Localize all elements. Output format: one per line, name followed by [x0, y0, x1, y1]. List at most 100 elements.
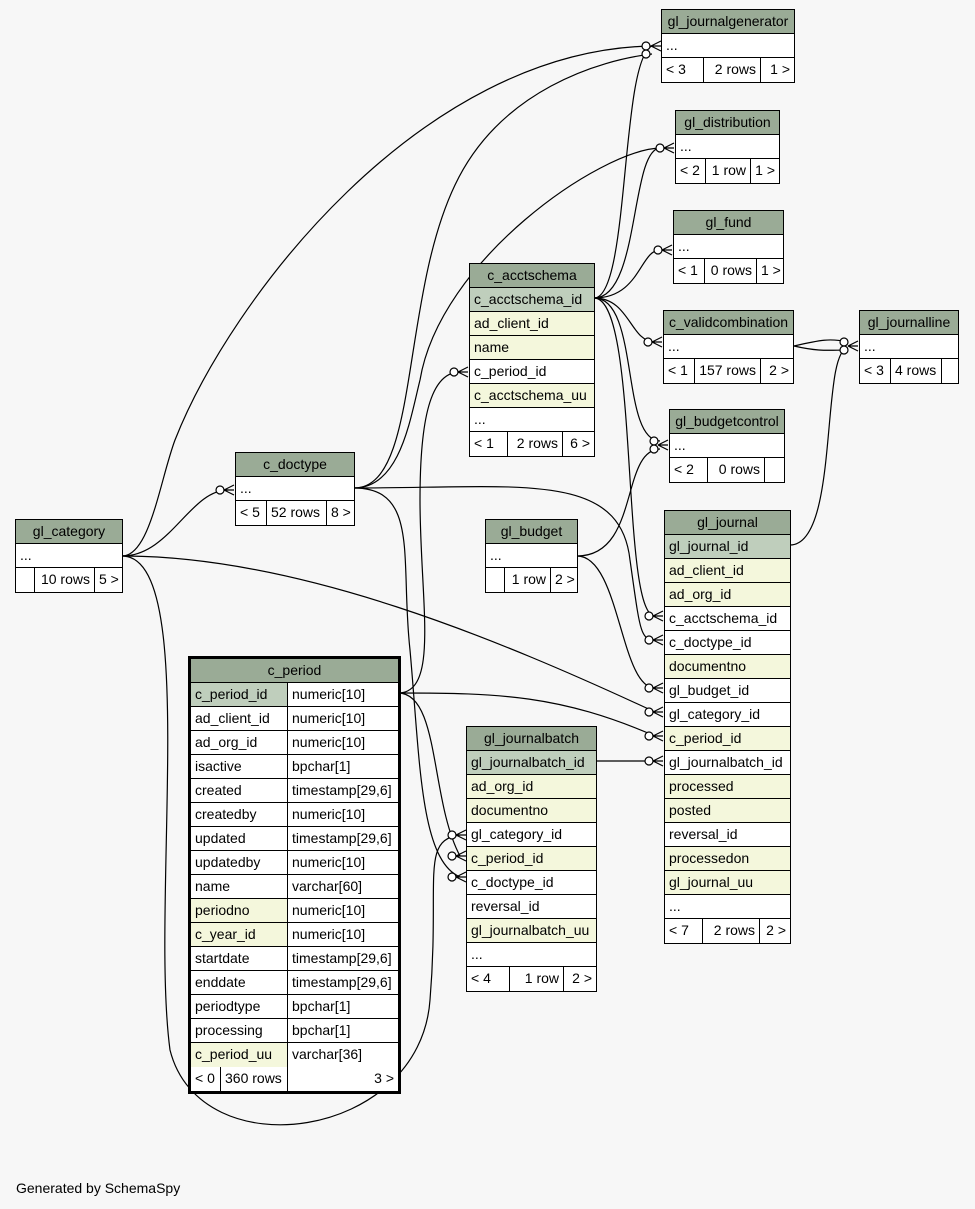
column-ellipsis: ... — [490, 547, 502, 563]
column-type: numeric[10] — [287, 923, 398, 946]
table-title: gl_budgetcontrol — [670, 410, 784, 434]
column-documentno: documentno — [471, 802, 549, 818]
column-name: ad_client_id — [195, 710, 270, 726]
row-count: 10 rows — [34, 568, 94, 592]
row-count: 0 rows — [704, 259, 756, 283]
column-type: bpchar[1] — [287, 995, 398, 1018]
table-title: gl_journal — [665, 511, 790, 535]
column-gl_budget_id: gl_budget_id — [669, 682, 750, 698]
children-count: 1 > — [756, 259, 783, 283]
column-ellipsis: ... — [474, 411, 486, 427]
parents-count: < 2 — [680, 162, 700, 178]
column-name: c_period_id — [191, 683, 287, 706]
column-ad_org_id: ad_org_id — [669, 586, 732, 602]
column-type: numeric[10] — [287, 683, 398, 706]
children-count — [764, 458, 784, 482]
column-posted: posted — [669, 802, 712, 818]
row-count: 2 rows — [507, 432, 562, 456]
row-count: 2 rows — [703, 58, 760, 82]
column-name: name — [474, 339, 510, 355]
edge-period-journal — [397, 692, 656, 737]
column-type: timestamp[29,6] — [287, 971, 398, 994]
children-count: 8 > — [326, 501, 354, 525]
parents-count: < 0 — [195, 1070, 215, 1086]
edge-category-journalgenerator — [121, 45, 653, 557]
row-count: 0 rows — [707, 458, 764, 482]
column-reversal_id: reversal_id — [669, 826, 738, 842]
table-title: gl_fund — [674, 211, 783, 235]
edge-doctype-journalbatch — [353, 487, 461, 878]
table-title: c_acctschema — [470, 264, 594, 288]
column-type: varchar[60] — [287, 875, 398, 898]
column-c_doctype_id: c_doctype_id — [471, 874, 554, 890]
column-row: name varchar[60] — [191, 875, 398, 899]
column-ad_client_id: ad_client_id — [669, 562, 744, 578]
row-count: 1 row — [509, 967, 563, 991]
edge-journal-journalline — [789, 347, 849, 546]
edge-acctschema-distribution — [593, 147, 661, 299]
column-type: numeric[10] — [287, 731, 398, 754]
column-ad_client_id: ad_client_id — [474, 315, 549, 331]
column-ellipsis: ... — [666, 37, 678, 53]
table-c_validcombination[interactable]: c_validcombination ... < 1 157 rows 2 > — [663, 310, 794, 384]
children-count: 5 > — [94, 568, 122, 592]
edge-doctype-journal — [353, 485, 656, 641]
row-count: 1 row — [504, 568, 550, 592]
table-gl_journalbatch[interactable]: gl_journalbatch gl_journalbatch_id ad_or… — [466, 726, 597, 992]
table-gl_category[interactable]: gl_category ... 10 rows 5 > — [15, 519, 123, 593]
column-name: ad_org_id — [195, 734, 258, 750]
table-title: c_period — [191, 659, 398, 683]
edge-category-journalbatch — [121, 555, 461, 1126]
column-c_acctschema_id: c_acctschema_id — [669, 610, 778, 626]
row-count: 1 row — [705, 159, 750, 183]
children-count: 3 > — [287, 1067, 398, 1091]
children-count: 1 > — [750, 159, 779, 183]
column-name: processing — [195, 1022, 263, 1038]
row-count: 4 rows — [890, 359, 941, 383]
table-c_acctschema[interactable]: c_acctschema c_acctschema_id ad_client_i… — [469, 263, 595, 457]
column-name: created — [195, 782, 242, 798]
column-ellipsis: ... — [678, 238, 690, 254]
table-gl_journal[interactable]: gl_journal gl_journal_id ad_client_id ad… — [664, 510, 791, 944]
column-c_doctype_id: c_doctype_id — [669, 634, 752, 650]
column-processed: processed — [669, 778, 734, 794]
column-documentno: documentno — [669, 658, 747, 674]
edge-acctschema-validcombination — [593, 297, 656, 343]
table-gl_fund[interactable]: gl_fund ... < 1 0 rows 1 > — [673, 210, 784, 284]
table-gl_distribution[interactable]: gl_distribution ... < 2 1 row 1 > — [675, 110, 780, 184]
column-type: timestamp[29,6] — [287, 827, 398, 850]
column-c_acctschema_id: c_acctschema_id — [474, 291, 583, 307]
column-name: name — [195, 878, 231, 894]
edge-doctype-journalgenerator — [353, 53, 653, 489]
column-ellipsis: ... — [674, 437, 686, 453]
table-c_doctype[interactable]: c_doctype ... < 5 52 rows 8 > — [235, 452, 355, 526]
column-ellipsis: ... — [669, 898, 681, 914]
table-title: gl_journalline — [860, 311, 958, 335]
edge-acctschema-budgetcontrol — [593, 297, 661, 442]
column-type: varchar[36] — [287, 1043, 398, 1067]
column-gl_journal_uu: gl_journal_uu — [669, 874, 754, 890]
parents-count: < 7 — [669, 922, 689, 938]
table-gl_journalgenerator[interactable]: gl_journalgenerator ... < 3 2 rows 1 > — [661, 9, 795, 83]
row-count: 157 rows — [694, 359, 760, 383]
column-type: numeric[10] — [287, 851, 398, 874]
parents-count: < 1 — [668, 362, 688, 378]
table-gl_budgetcontrol[interactable]: gl_budgetcontrol ... < 2 0 rows — [669, 409, 785, 483]
column-c_period_id: c_period_id — [669, 730, 742, 746]
table-gl_journalline[interactable]: gl_journalline ... < 3 4 rows — [859, 310, 959, 384]
column-type: numeric[10] — [287, 803, 398, 826]
column-ellipsis: ... — [680, 138, 692, 154]
table-gl_budget[interactable]: gl_budget ... 1 row 2 > — [485, 519, 578, 593]
column-reversal_id: reversal_id — [471, 898, 540, 914]
column-gl_journalbatch_id: gl_journalbatch_id — [471, 754, 585, 770]
children-count: 6 > — [562, 432, 594, 456]
edge-period-acctschema — [397, 371, 461, 694]
edge-budget-journal — [576, 555, 656, 689]
